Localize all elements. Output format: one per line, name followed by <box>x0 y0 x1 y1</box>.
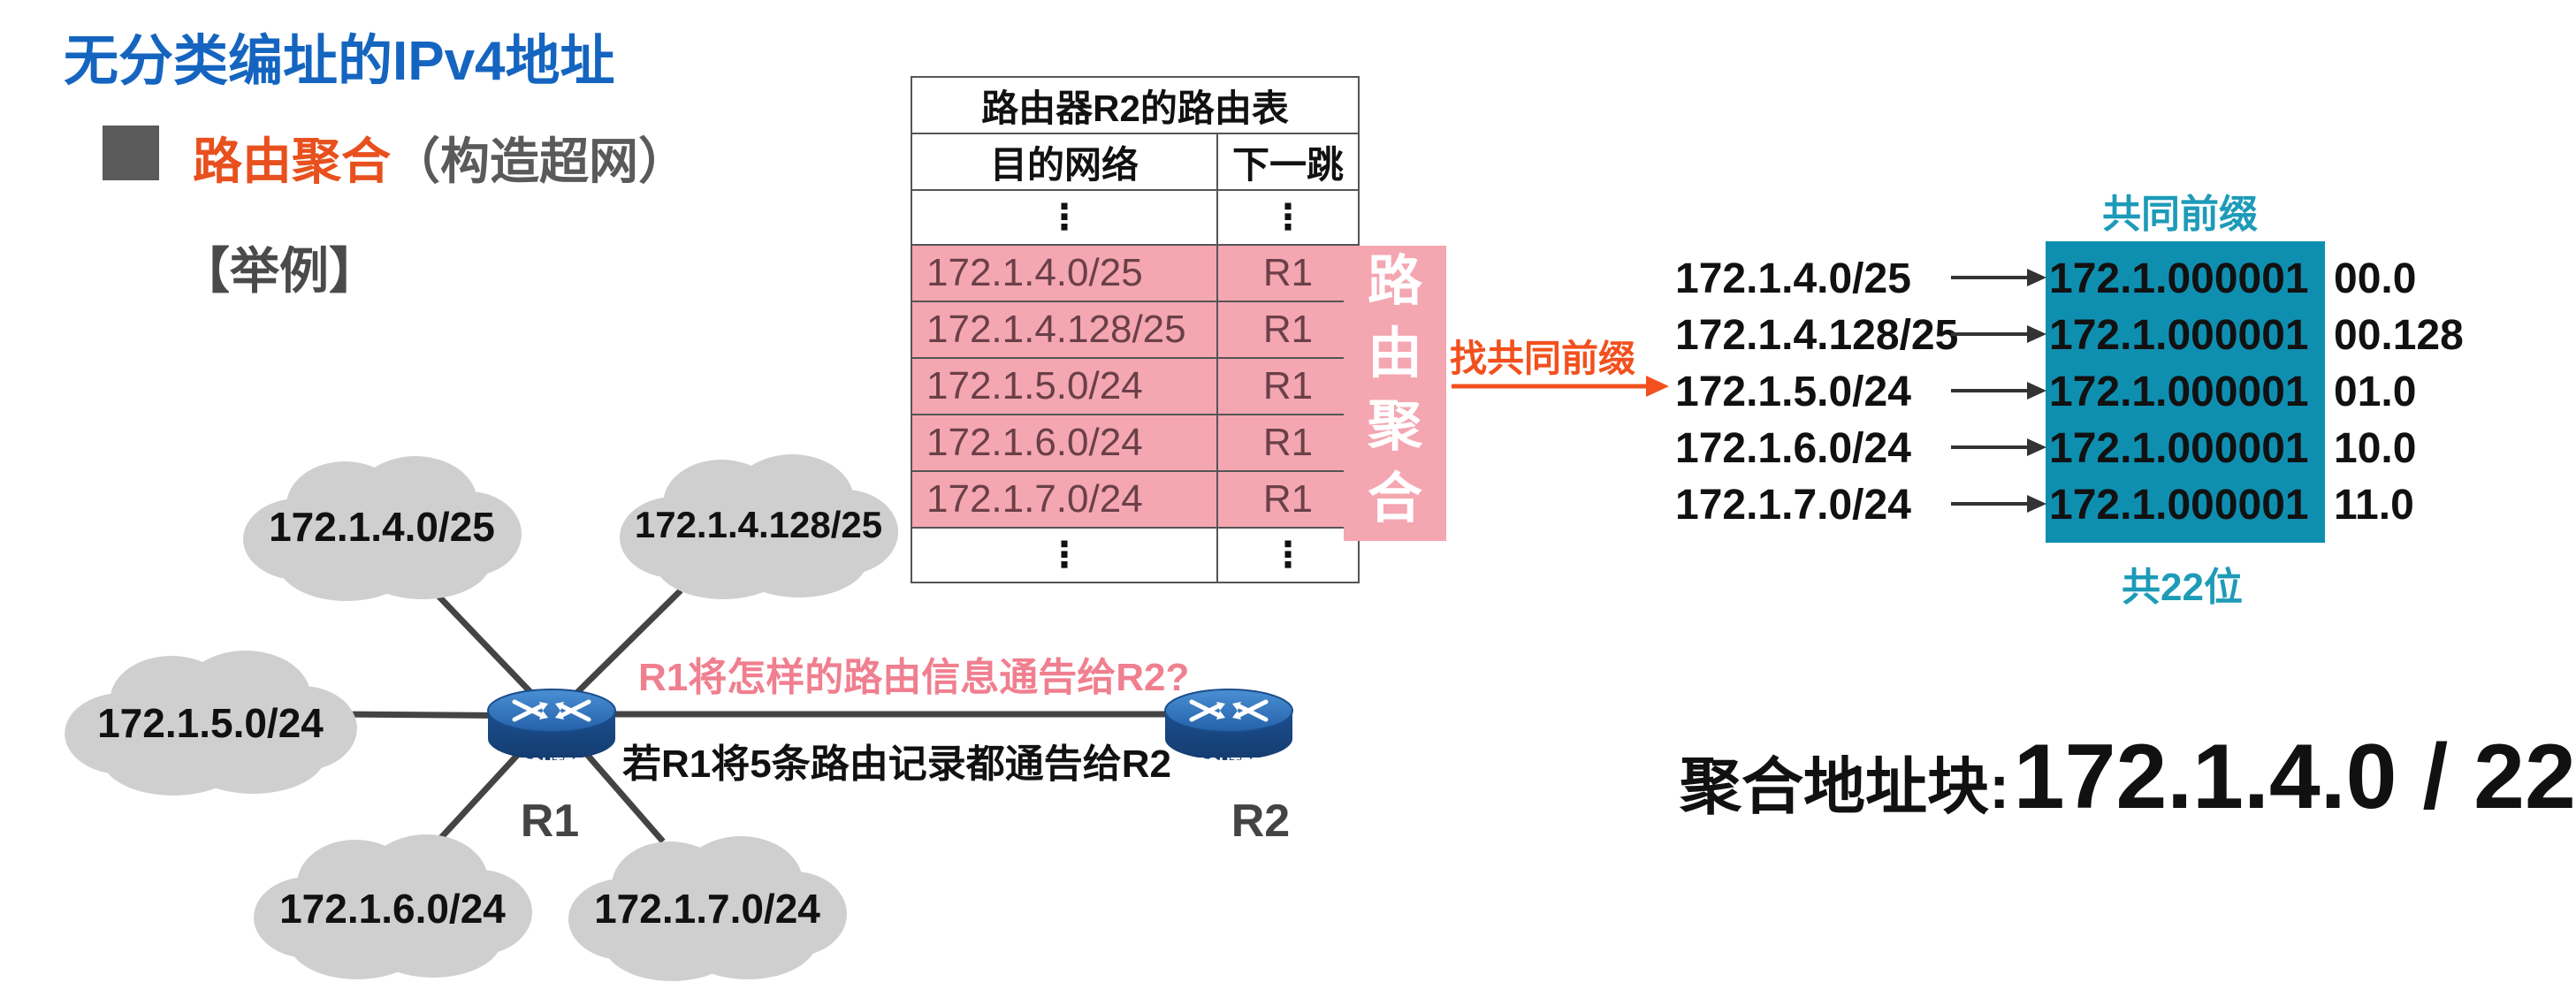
common-prefix-bits: 172.1.000001 <box>2049 482 2309 529</box>
aggregate-value: 172.1.4.0 / 22 <box>2013 726 2576 828</box>
host-bits: 00.128 <box>2334 312 2464 359</box>
router-label-r1: R1 <box>521 796 579 847</box>
network-address: 172.1.4.0/25 <box>1675 255 1911 302</box>
common-prefix-bits: 172.1.000001 <box>2049 312 2309 359</box>
aggregate-result: 聚合地址块: 172.1.4.0 / 22 <box>1680 725 2576 830</box>
arrow-right-icon <box>1951 382 2046 400</box>
route-aggregation-box: 路 由 聚 合 <box>1344 246 1446 541</box>
network-address: 172.1.6.0/24 <box>1675 425 1911 472</box>
arrow-right-icon <box>1951 438 2046 456</box>
table-caption: 路由器R2的路由表 <box>911 76 1360 134</box>
cloud-label: 172.1.7.0/24 <box>594 886 820 932</box>
ellipsis-cell: ⋮ <box>911 189 1218 246</box>
arrow-right-icon <box>1452 376 1669 397</box>
next-hop-cell: R1 <box>1216 414 1360 472</box>
cloud-label: 172.1.4.0/25 <box>269 504 495 550</box>
section-heading: 路由聚合（构造超网） <box>193 122 688 194</box>
aggregation-char: 聚 <box>1367 396 1422 457</box>
section-heading-main: 路由聚合 <box>193 133 391 189</box>
question-text: R1将怎样的路由信息通告给R2? <box>638 656 1190 699</box>
cloud-label: 172.1.4.128/25 <box>635 504 882 545</box>
network-address: 172.1.7.0/24 <box>1675 482 1911 529</box>
header-destination: 目的网络 <box>911 133 1218 191</box>
common-prefix-bits: 172.1.000001 <box>2049 425 2309 472</box>
common-prefix-bits: 172.1.000001 <box>2049 255 2309 302</box>
aggregation-char: 由 <box>1367 324 1422 384</box>
slide-title: 无分类编址的IPv4地址 <box>64 31 615 92</box>
table-row: 172.1.4.128/25 R1 <box>911 301 1360 359</box>
destination-cell: 172.1.4.128/25 <box>911 301 1218 359</box>
next-hop-cell: R1 <box>1216 244 1360 302</box>
router-label-r2: R2 <box>1231 796 1290 847</box>
network-diagram: ROUTER ROUTER 172.1.4.0/25 172.1.4.128/2… <box>65 454 2511 981</box>
router-badge: ROUTER <box>1195 755 1262 773</box>
cloud-label: 172.1.6.0/24 <box>279 886 506 932</box>
network-address: 172.1.4.128/25 <box>1675 312 1959 359</box>
host-bits: 01.0 <box>2334 369 2417 415</box>
aggregate-label: 聚合地址块: <box>1680 752 2010 821</box>
destination-cell: 172.1.4.0/25 <box>911 244 1218 302</box>
next-hop-cell: R1 <box>1216 357 1360 415</box>
bullet-square <box>103 126 159 180</box>
common-prefix-label: 共同前缀 <box>2102 193 2258 236</box>
common-prefix-highlight <box>2046 241 2325 543</box>
host-bits: 11.0 <box>2334 482 2414 529</box>
next-hop-cell: R1 <box>1216 470 1360 529</box>
find-prefix-label: 找共同前缀 <box>1450 338 1636 379</box>
host-bits: 00.0 <box>2334 255 2417 302</box>
host-bits: 10.0 <box>2334 425 2417 472</box>
table-row: 172.1.5.0/24 R1 <box>911 357 1360 415</box>
arrow-right-icon <box>1951 269 2046 286</box>
destination-cell: 172.1.7.0/24 <box>911 470 1218 529</box>
aggregation-char: 合 <box>1367 468 1422 529</box>
arrow-right-icon <box>1951 325 2046 343</box>
next-hop-cell: R1 <box>1216 301 1360 359</box>
example-label: 【举例】 <box>180 243 378 299</box>
table-row: 172.1.7.0/24 R1 <box>911 470 1360 529</box>
network-address: 172.1.5.0/24 <box>1675 369 1911 415</box>
table-row: 172.1.6.0/24 R1 <box>911 414 1360 472</box>
statement-text: 若R1将5条路由记录都通告给R2 <box>622 742 1171 786</box>
routing-table: 路由器R2的路由表 目的网络 下一跳 ⋮ ⋮ 172.1.4.0/25 R1 1… <box>911 76 1360 583</box>
section-heading-note: （构造超网） <box>391 133 688 189</box>
prefix-length-label: 共22位 <box>2122 566 2243 609</box>
arrow-right-icon <box>1951 495 2046 513</box>
ellipsis-cell: ⋮ <box>911 527 1218 583</box>
table-row: 172.1.4.0/25 R1 <box>911 244 1360 302</box>
router-badge: ROUTER <box>518 755 585 773</box>
ellipsis-cell: ⋮ <box>1216 527 1360 583</box>
cloud-label: 172.1.5.0/24 <box>97 700 324 746</box>
header-next-hop: 下一跳 <box>1216 133 1360 191</box>
network-links <box>335 588 1220 844</box>
aggregation-char: 路 <box>1367 251 1422 312</box>
router-icon <box>488 689 615 760</box>
destination-cell: 172.1.6.0/24 <box>911 414 1218 472</box>
ellipsis-cell: ⋮ <box>1216 189 1360 246</box>
destination-cell: 172.1.5.0/24 <box>911 357 1218 415</box>
common-prefix-bits: 172.1.000001 <box>2049 369 2309 415</box>
